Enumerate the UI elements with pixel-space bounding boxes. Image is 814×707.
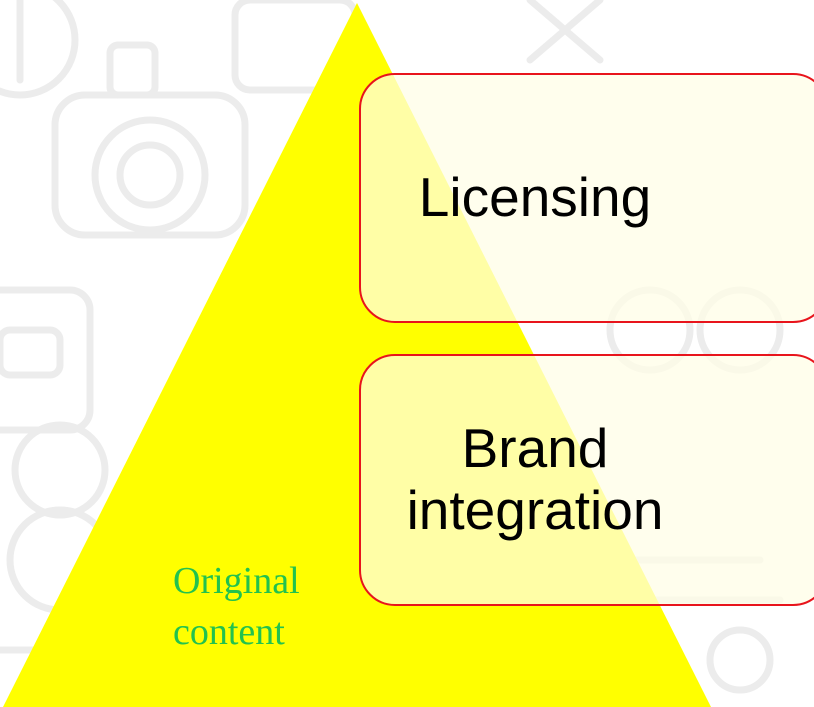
original-content-label: Original content <box>173 560 300 653</box>
brand-integration-box: Brand integration <box>359 354 814 606</box>
brand-integration-label: Brand integration <box>406 417 664 541</box>
licensing-box: Licensing <box>359 73 814 323</box>
licensing-label: Licensing <box>418 166 652 229</box>
